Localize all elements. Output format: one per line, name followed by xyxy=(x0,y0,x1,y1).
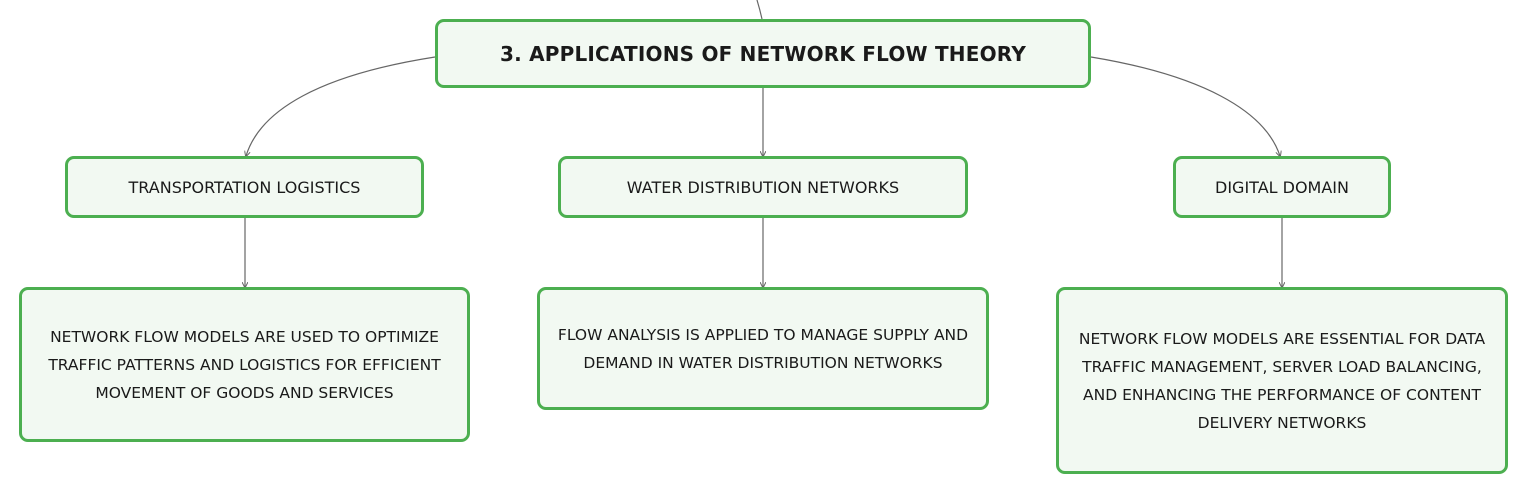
transportation-logistics-detail-node[interactable]: NETWORK FLOW MODELS ARE USED TO OPTIMIZE… xyxy=(19,287,470,442)
transportation-logistics-label: TRANSPORTATION LOGISTICS xyxy=(128,177,361,197)
root-to-digital-connector xyxy=(1090,56,1280,156)
root-topic-node[interactable]: 3. APPLICATIONS OF NETWORK FLOW THEORY xyxy=(435,19,1091,88)
digital-domain-detail-node[interactable]: NETWORK FLOW MODELS ARE ESSENTIAL FOR DA… xyxy=(1056,287,1508,474)
transportation-logistics-detail-text: NETWORK FLOW MODELS ARE USED TO OPTIMIZE… xyxy=(48,327,441,402)
digital-domain-detail-text: NETWORK FLOW MODELS ARE ESSENTIAL FOR DA… xyxy=(1078,329,1486,432)
water-distribution-networks-node[interactable]: WATER DISTRIBUTION NETWORKS xyxy=(558,156,968,218)
root-to-transportation-connector xyxy=(246,56,436,156)
root-topic-title: 3. APPLICATIONS OF NETWORK FLOW THEORY xyxy=(500,41,1026,66)
water-distribution-networks-label: WATER DISTRIBUTION NETWORKS xyxy=(626,177,900,197)
digital-domain-node[interactable]: DIGITAL DOMAIN xyxy=(1173,156,1391,218)
digital-domain-label: DIGITAL DOMAIN xyxy=(1215,177,1349,197)
transportation-logistics-node[interactable]: TRANSPORTATION LOGISTICS xyxy=(65,156,424,218)
incoming-parent-connector xyxy=(756,0,763,20)
water-distribution-detail-text: FLOW ANALYSIS IS APPLIED TO MANAGE SUPPL… xyxy=(557,325,969,372)
water-distribution-detail-node[interactable]: FLOW ANALYSIS IS APPLIED TO MANAGE SUPPL… xyxy=(537,287,989,410)
